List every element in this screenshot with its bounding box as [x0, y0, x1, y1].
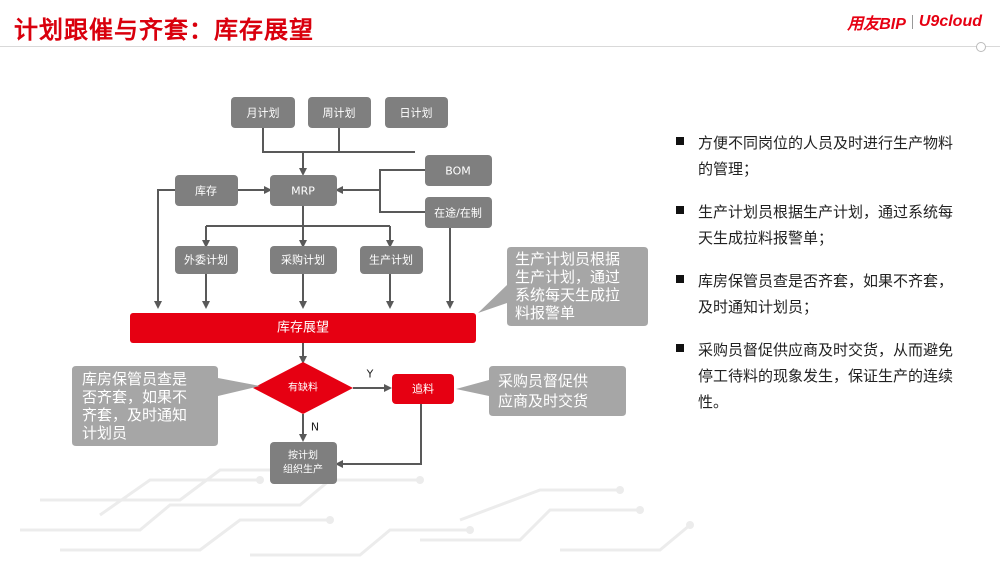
- callout-warehouse-line4: 计划员: [82, 424, 127, 442]
- node-in-transit-label: 在途/在制: [434, 206, 482, 220]
- connector-bom-mrp: [335, 169, 425, 194]
- node-chase-material-label: 追料: [412, 382, 434, 396]
- node-mrp-label: MRP: [291, 185, 315, 198]
- connectors: [154, 128, 454, 468]
- title-divider: [0, 46, 1000, 47]
- bullet-text: 方便不同岗位的人员及时进行生产物料的管理；: [698, 134, 954, 178]
- node-inventory-outlook: 库存展望: [130, 313, 476, 343]
- logo-product: U9cloud: [918, 13, 982, 30]
- callout-planner-line2: 生产计划，通过: [515, 268, 620, 286]
- callout-planner-line4: 料报警单: [515, 304, 575, 322]
- logo-brand: 用友BIP: [847, 16, 906, 33]
- node-inventory-label: 库存: [195, 184, 217, 198]
- bullet-text: 库房保管员查是否齐套，如果不齐套，及时通知计划员；: [698, 272, 954, 316]
- node-organize-production: 按计划 组织生产: [270, 442, 337, 484]
- bullet-square-icon: [676, 275, 684, 283]
- label-no: N: [311, 421, 319, 434]
- node-shortage-decision-label: 有缺料: [288, 381, 318, 394]
- title-divider-dot: [976, 42, 986, 52]
- bullet-item: 采购员督促供应商及时交货，从而避免停工待料的现象发生，保证生产的连续性。: [676, 337, 966, 415]
- node-purchase-plan-label: 采购计划: [281, 253, 325, 267]
- bullet-text: 生产计划员根据生产计划，通过系统每天生成拉料报警单；: [698, 203, 954, 247]
- bullet-item: 库房保管员查是否齐套，如果不齐套，及时通知计划员；: [676, 268, 966, 320]
- callout-warehouse-line3: 齐套，及时通知: [82, 406, 187, 424]
- callout-planner-line1: 生产计划员根据: [515, 250, 620, 268]
- node-weekly-plan: 周计划: [308, 97, 371, 128]
- callout-warehouse: 库房保管员查是 否齐套，如果不 齐套，及时通知 计划员: [72, 366, 260, 446]
- bullet-square-icon: [676, 137, 684, 145]
- node-monthly-plan-label: 月计划: [247, 107, 280, 120]
- node-inventory: 库存: [175, 175, 238, 206]
- callout-buyer-line2: 应商及时交货: [498, 392, 588, 410]
- page-title: 计划跟催与齐套：库存展望: [14, 16, 314, 44]
- logo: 用友BIP U9cloud: [847, 10, 982, 34]
- bullet-list: 方便不同岗位的人员及时进行生产物料的管理； 生产计划员根据生产计划，通过系统每天…: [676, 130, 966, 432]
- callout-buyer: 采购员督促供 应商及时交货: [456, 366, 626, 416]
- node-shortage-decision: 有缺料: [253, 362, 353, 414]
- label-yes: Y: [366, 368, 374, 381]
- node-outsourcing-plan: 外委计划: [175, 246, 238, 274]
- node-daily-plan: 日计划: [385, 97, 448, 128]
- node-production-plan-label: 生产计划: [369, 253, 413, 267]
- callout-warehouse-line1: 库房保管员查是: [82, 370, 187, 388]
- node-in-transit: 在途/在制: [425, 197, 492, 228]
- node-bom-label: BOM: [445, 165, 471, 178]
- bullet-square-icon: [676, 344, 684, 352]
- callout-planner: 生产计划员根据 生产计划，通过 系统每天生成拉 料报警单: [478, 247, 648, 326]
- connector-inventory-outlook: [154, 189, 175, 309]
- node-chase-material: 追料: [392, 374, 454, 404]
- node-outsourcing-plan-label: 外委计划: [184, 254, 228, 267]
- node-daily-plan-label: 日计划: [400, 107, 433, 120]
- callout-planner-line3: 系统每天生成拉: [515, 286, 620, 304]
- node-bom: BOM: [425, 155, 492, 186]
- node-weekly-plan-label: 周计划: [323, 107, 356, 120]
- node-production-plan: 生产计划: [360, 246, 423, 274]
- node-purchase-plan: 采购计划: [270, 246, 337, 274]
- connector-chase-production: [335, 404, 422, 468]
- node-monthly-plan: 月计划: [231, 97, 295, 128]
- bullet-item: 方便不同岗位的人员及时进行生产物料的管理；: [676, 130, 966, 182]
- callout-warehouse-line2: 否齐套，如果不: [82, 388, 187, 406]
- node-inventory-outlook-label: 库存展望: [277, 320, 329, 336]
- logo-divider: [911, 15, 913, 29]
- callout-buyer-line1: 采购员督促供: [498, 372, 588, 390]
- bullet-square-icon: [676, 206, 684, 214]
- bullet-item: 生产计划员根据生产计划，通过系统每天生成拉料报警单；: [676, 199, 966, 251]
- connector-plans-merge: [262, 128, 415, 153]
- bullet-text: 采购员督促供应商及时交货，从而避免停工待料的现象发生，保证生产的连续性。: [698, 341, 954, 411]
- node-organize-production-line2: 组织生产: [283, 463, 323, 476]
- node-mrp: MRP: [270, 175, 337, 206]
- node-organize-production-line1: 按计划: [288, 449, 318, 462]
